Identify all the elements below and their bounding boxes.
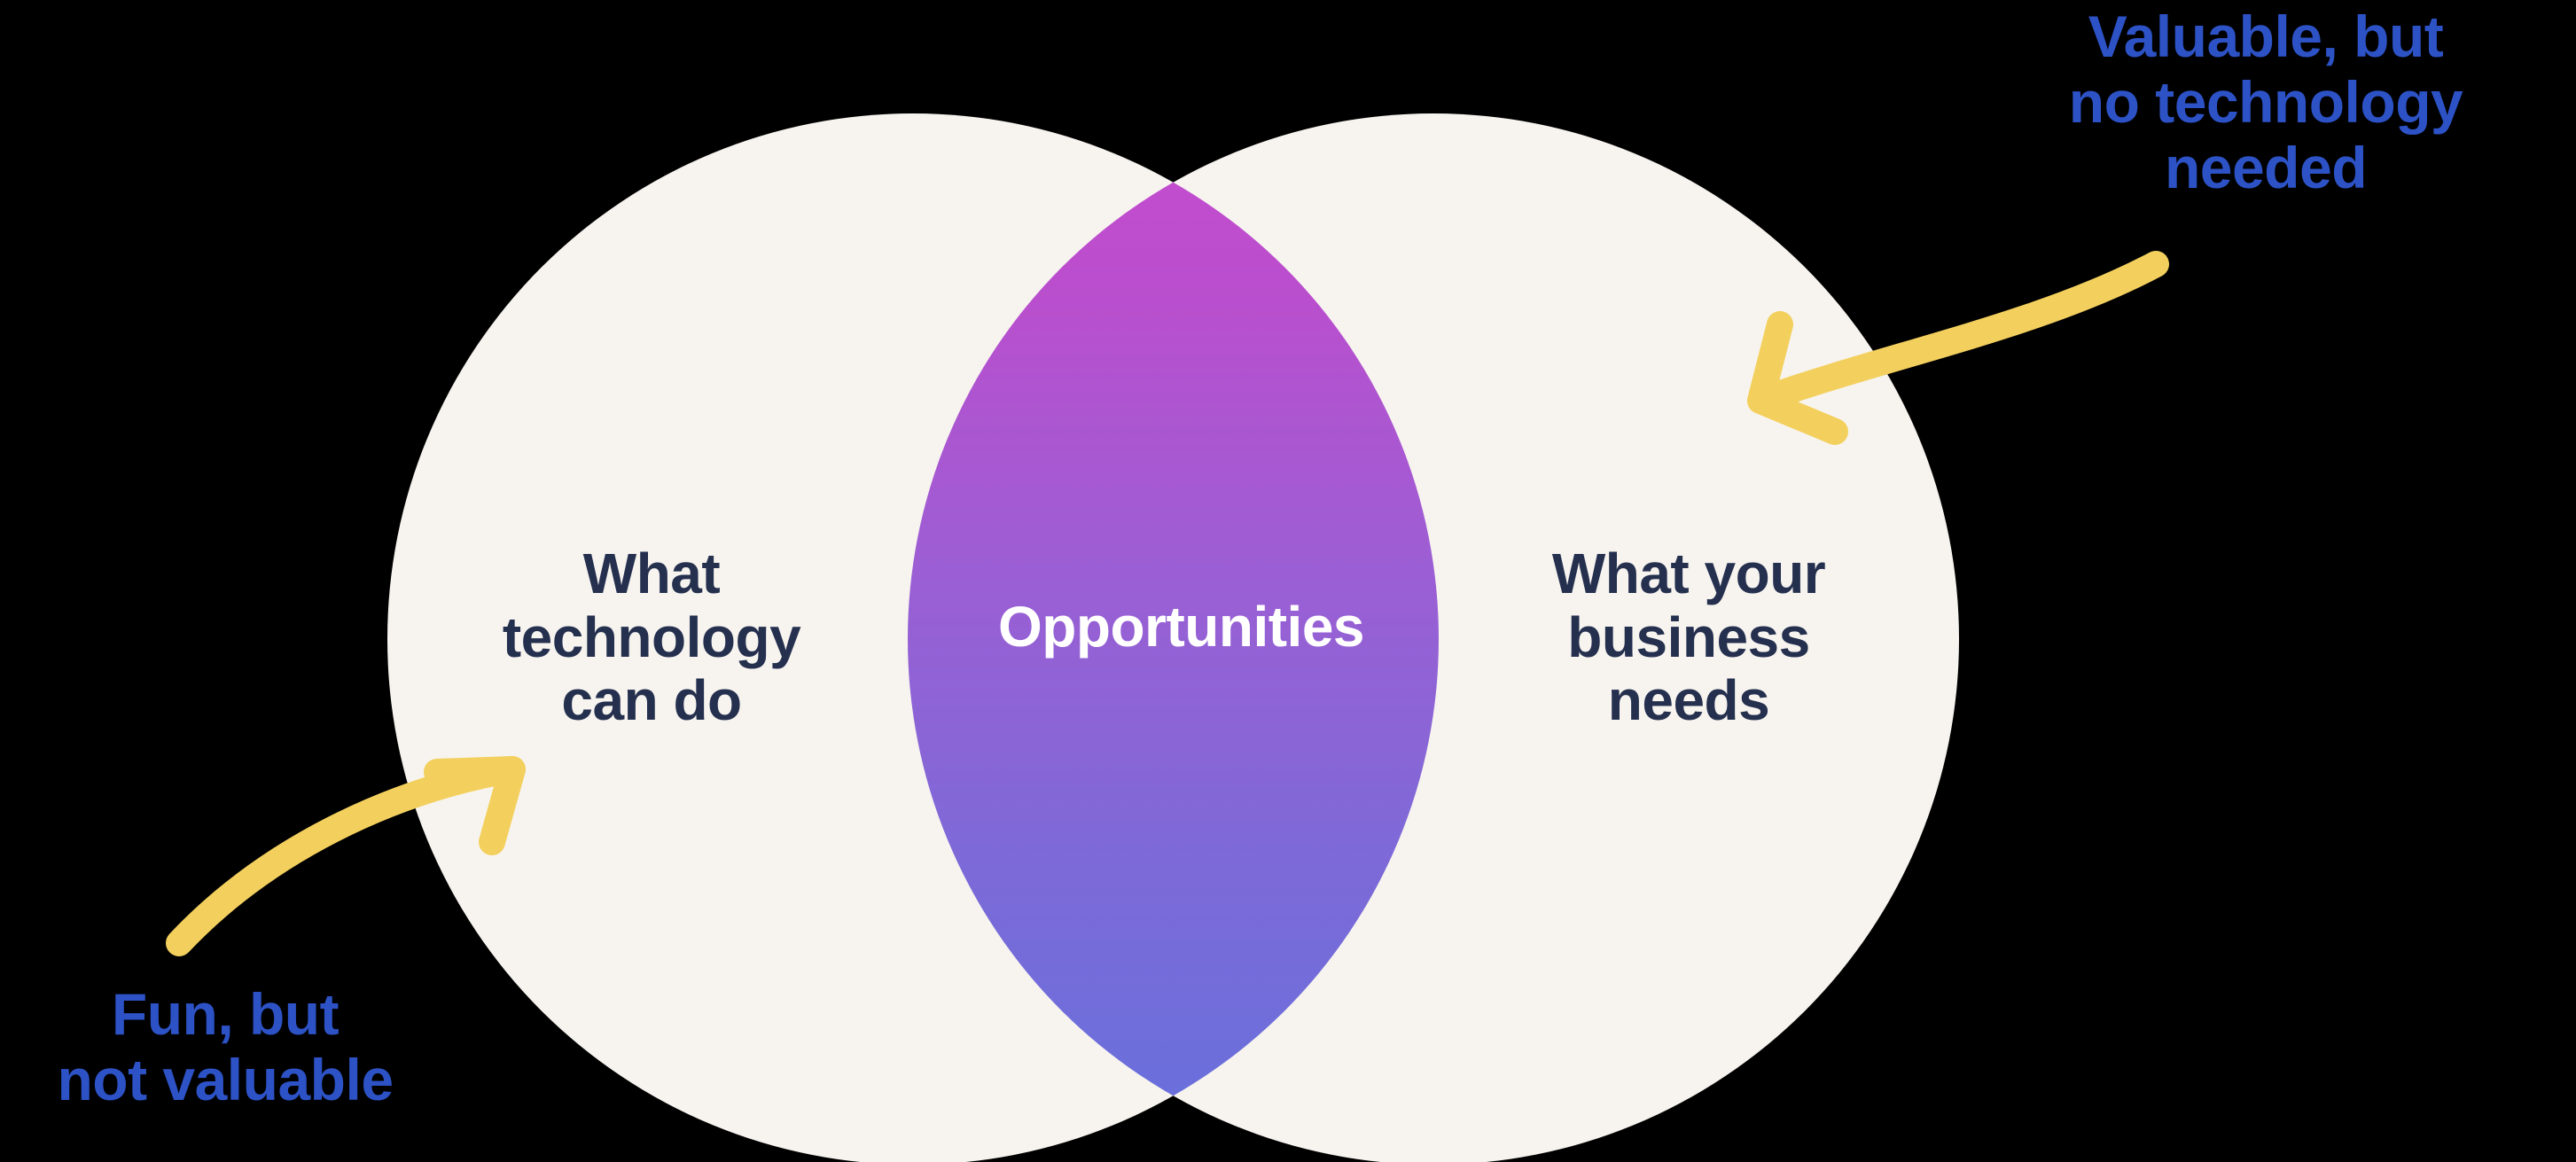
left-set-label: What technology can do <box>502 542 801 733</box>
overlap-label: Opportunities <box>997 595 1365 659</box>
callout-label-top-right: Valuable, but no technology needed <box>2068 4 2463 200</box>
callout-arrow-top-right <box>1747 251 2169 445</box>
arrow-shaft-top-right <box>1747 251 2169 414</box>
overlap-lens <box>908 113 1439 1162</box>
arrow-head-bottom-left <box>424 756 526 855</box>
callout-arrow-bottom-left <box>166 756 526 956</box>
arrow-head-top-right <box>1747 311 1848 445</box>
right-set-label: What your business needs <box>1551 542 1826 733</box>
callout-label-bottom-left: Fun, but not valuable <box>57 981 394 1112</box>
